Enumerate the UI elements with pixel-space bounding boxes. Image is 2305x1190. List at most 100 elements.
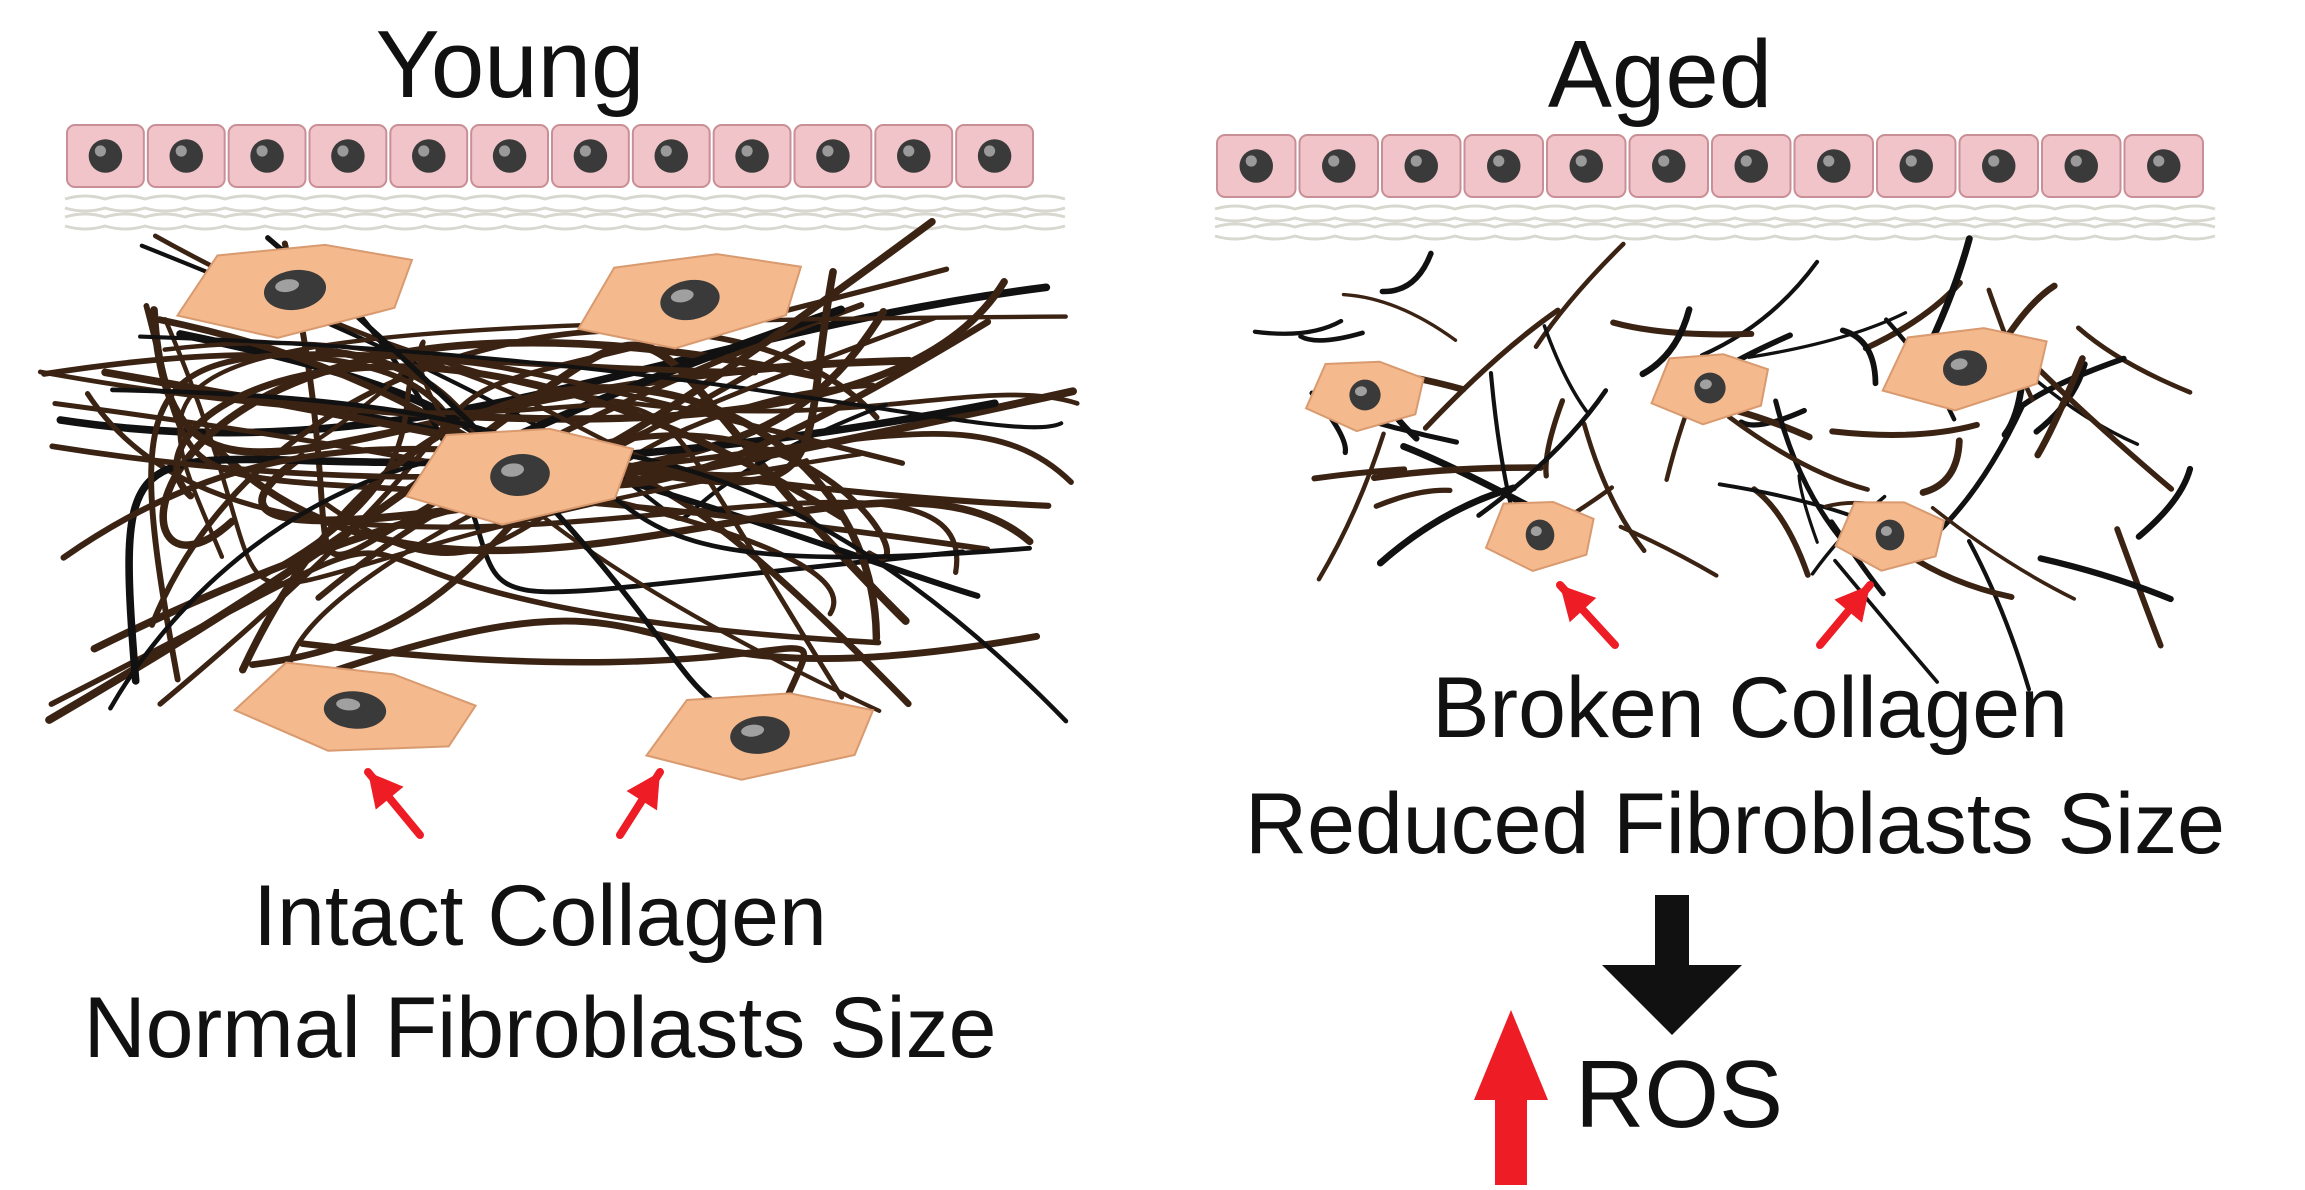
basement-fiber [64,206,1066,213]
red-pointer-arrow [616,768,664,839]
nucleus-highlight [499,145,511,157]
collagen-fragment [1829,421,1980,438]
collagen-fragment [1699,259,1820,358]
cell-nucleus [1322,149,1356,183]
nucleus-highlight [1575,155,1587,167]
fibroblast-cell [1304,360,1425,433]
arrow-shaft [1655,895,1689,975]
fibroblast-nucleus [1525,519,1555,551]
nucleus-highlight [1880,526,1892,536]
nucleus-highlight [94,145,106,157]
nucleus-highlight [670,289,694,303]
basement-fiber [64,224,1066,231]
collagen-fiber [84,391,960,575]
cell-nucleus [331,139,365,173]
collagen-fragment [2034,355,2086,459]
fibroblast-cell [576,253,803,350]
collagen-fragment [1543,398,1566,479]
fibroblast-nucleus [1694,372,1726,404]
collagen-fragment [1476,388,1609,518]
nucleus-highlight [984,145,996,157]
nucleus-highlight [822,145,834,157]
broken-collagen-fibers [1252,235,2194,692]
cell-nucleus [412,139,446,173]
fibroblast-cell [405,427,635,526]
arrow-head [1602,965,1742,1035]
fibroblast-cell [1484,500,1595,573]
aged-title: Aged [1547,21,1773,128]
collagen-fiber [173,363,845,521]
nucleus-highlight [903,145,915,157]
cell-nucleus [1899,149,1933,183]
arrow-head [1560,585,1597,623]
collagen-fiber [281,240,865,558]
fibroblast-cell [1650,353,1770,426]
collagen-fragment [1379,250,1434,295]
aged-caption-line1: Broken Collagen [1432,660,2068,756]
nucleus-highlight [1354,386,1367,397]
collagen-fiber [125,399,999,685]
arrow-head [1834,585,1870,623]
nucleus-highlight [1950,358,1968,370]
basement-fiber [1214,216,2216,223]
cell-nucleus [816,139,850,173]
collagen-fragment [1298,330,1365,343]
collagen-fragment [1252,318,1344,336]
cell-nucleus [573,139,608,173]
fibroblast-cell [1881,327,2048,412]
down-arrow-icon [1602,895,1742,1035]
fibroblast-nucleus [1349,379,1381,411]
collagen-fragment [1797,474,1819,544]
arrow-head [368,772,404,810]
red-pointer-arrow [1556,581,1619,649]
cell-nucleus [735,139,769,173]
young-caption-line1: Intact Collagen [253,868,827,964]
collagen-fragment [1966,539,2032,692]
fibroblast-nucleus [1943,350,1987,386]
collagen-fragment [1738,407,1807,428]
nucleus-highlight [1245,155,1257,167]
basement-fiber [1214,234,2216,241]
collagen-fragment [2037,555,2174,603]
collagen-fiber [52,400,837,617]
collagen-fragment [1373,487,1453,509]
cell-nucleus [1569,149,1603,183]
collagen-fiber [138,334,1064,430]
young-title: Young [375,11,645,118]
cell-nucleus [250,139,284,173]
collagen-fragment [1618,524,1719,578]
nucleus-highlight [1658,155,1670,167]
cell-nucleus [1982,149,2016,183]
collagen-fragment [2114,526,2164,649]
collagen-fragment [1726,414,1870,492]
nucleus-highlight [1410,155,1422,167]
nucleus-highlight [1905,155,1917,167]
nucleus-highlight [741,724,765,737]
collagen-fragment [1422,307,1561,431]
basement-membrane [1214,204,2216,241]
fibroblast-cell [175,243,414,339]
collagen-fiber [143,303,991,553]
cell-nucleus [897,139,931,173]
nucleus-highlight [336,698,361,711]
cell-nucleus [492,139,527,173]
cell-nucleus [1487,149,1521,183]
collagen-fragment [2075,325,2193,395]
cell-nucleus [2147,149,2181,183]
flow-arrows [1474,895,1742,1185]
cell-nucleus [977,139,1012,173]
cell-nucleus [88,139,123,173]
nucleus-highlight [579,145,591,157]
cell-nucleus [1817,149,1851,183]
aged-caption-line2: Reduced Fibroblasts Size [1245,776,2225,872]
fibroblast-nucleus [263,269,327,311]
nucleus-highlight [1328,155,1340,167]
basement-membrane [64,194,1066,231]
collagen-fragment [1311,466,1408,482]
cell-nucleus [1734,149,1768,183]
arrow-shaft [1495,1090,1527,1185]
collagen-fiber [299,640,808,714]
collagen-fragment [1930,506,2077,601]
nucleus-highlight [741,145,753,157]
